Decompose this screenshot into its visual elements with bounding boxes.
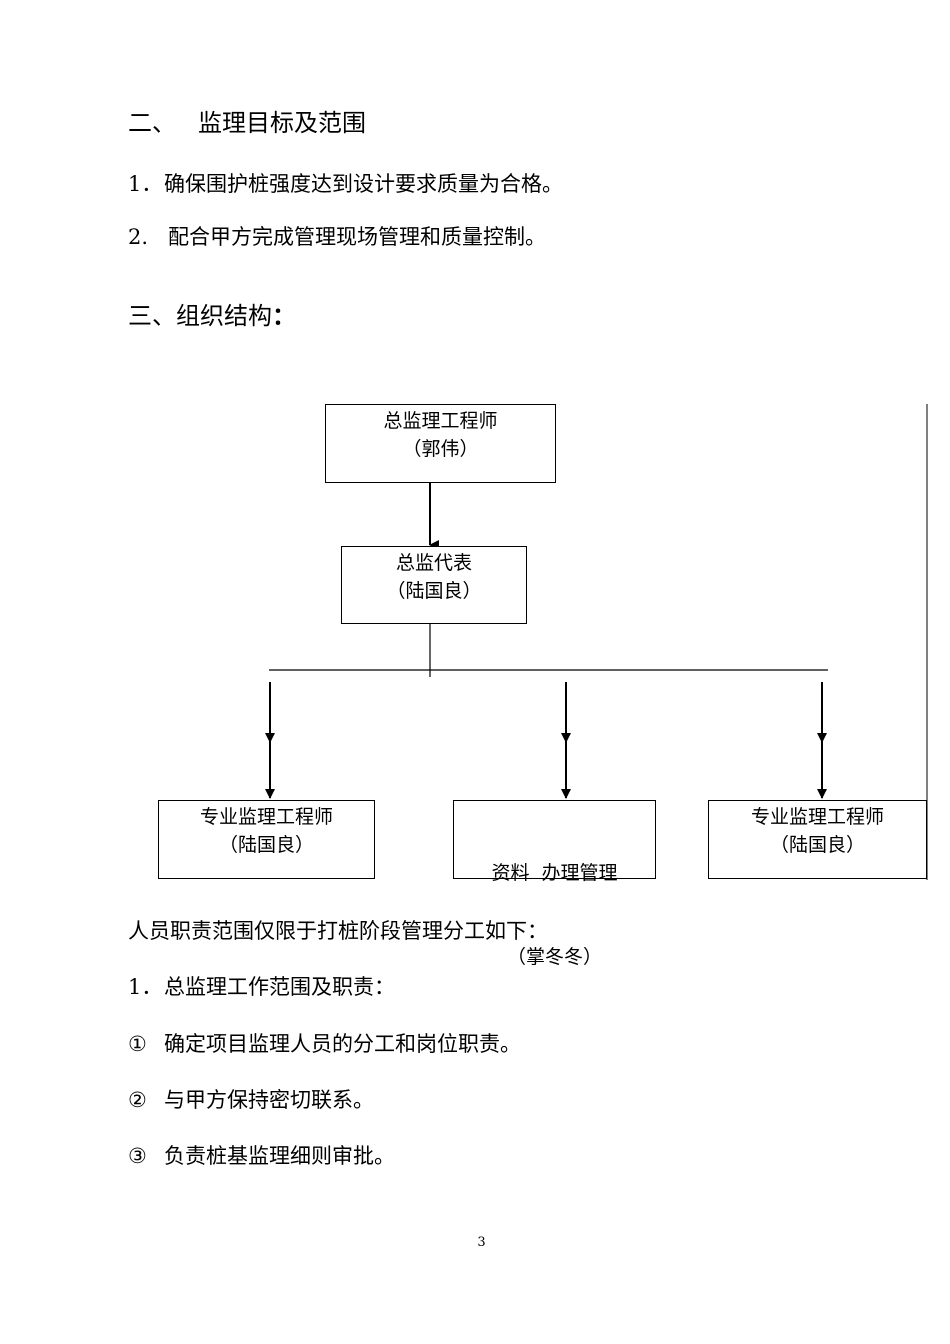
org-box-name: （陆国良）	[386, 580, 482, 602]
arrowhead-middle-end	[561, 789, 571, 799]
item-text: 与甲方保持密切联系。	[164, 1088, 374, 1112]
item-number: 1．	[128, 172, 163, 196]
item-text: 配合甲方完成管理现场管理和质量控制。	[168, 225, 546, 249]
item-number: 2.	[128, 225, 149, 249]
item-text: 总监理工作范围及职责：	[164, 975, 395, 999]
list-item: 1．确保围护桩强度达到设计要求质量为合格。	[128, 170, 563, 198]
org-box-right: 专业监理工程师 （陆国良）	[708, 800, 927, 879]
section-title: 三、组织结构	[128, 302, 272, 330]
section-number: 二、	[128, 109, 176, 137]
list-item: ③ 负责桩基监理细则审批。	[128, 1142, 395, 1170]
item-text: 确定项目监理人员的分工和岗位职责。	[164, 1032, 521, 1056]
item-text: 确保围护桩强度达到设计要求质量为合格。	[164, 172, 563, 196]
item-text: 负责桩基监理细则审批。	[164, 1144, 395, 1168]
section-heading-2: 二、监理目标及范围	[128, 107, 366, 139]
section-title: 监理目标及范围	[198, 109, 366, 137]
org-box-middle: 资料 办理管理 （掌冬冬）	[453, 800, 656, 968]
arrowhead-left-mid	[265, 733, 275, 743]
list-item: ① 确定项目监理人员的分工和岗位职责。	[128, 1030, 521, 1058]
item-number: ③	[128, 1144, 147, 1168]
list-item: 2. 配合甲方完成管理现场管理和质量控制。	[128, 223, 546, 251]
org-box-name: （郭伟）	[402, 438, 479, 460]
list-item: ② 与甲方保持密切联系。	[128, 1086, 374, 1114]
arrowhead-middle-mid	[561, 733, 571, 743]
org-box-title: 专业监理工程师	[199, 806, 333, 828]
page-number: 3	[477, 1235, 486, 1250]
org-box-title: 总监代表	[395, 552, 472, 574]
section-title-colon: ：	[272, 301, 296, 330]
org-box-left: 专业监理工程师 （陆国良）	[158, 800, 375, 879]
arrowhead-right-mid	[817, 733, 827, 743]
item-number: ①	[128, 1032, 147, 1056]
org-box-title: 总监理工程师	[383, 410, 498, 432]
org-box-deputy: 总监代表 （陆国良）	[341, 546, 527, 624]
duties-sub-heading: 1．总监理工作范围及职责：	[128, 973, 395, 1001]
org-box-name: （掌冬冬）	[506, 946, 602, 968]
org-box-chief: 总监理工程师 （郭伟）	[325, 404, 556, 483]
org-box-name: （陆国良）	[769, 834, 865, 856]
arrowhead-left-end	[265, 789, 275, 799]
duties-intro: 人员职责范围仅限于打桩阶段管理分工如下：	[128, 919, 548, 943]
item-number: 1．	[128, 975, 163, 999]
org-box-title: 资料 办理管理	[491, 862, 618, 884]
item-number: ②	[128, 1088, 147, 1112]
org-box-title: 专业监理工程师	[750, 806, 884, 828]
arrowhead-right-end	[817, 789, 827, 799]
section-heading-3: 三、组织结构：	[128, 300, 296, 332]
org-box-name: （陆国良）	[218, 834, 314, 856]
